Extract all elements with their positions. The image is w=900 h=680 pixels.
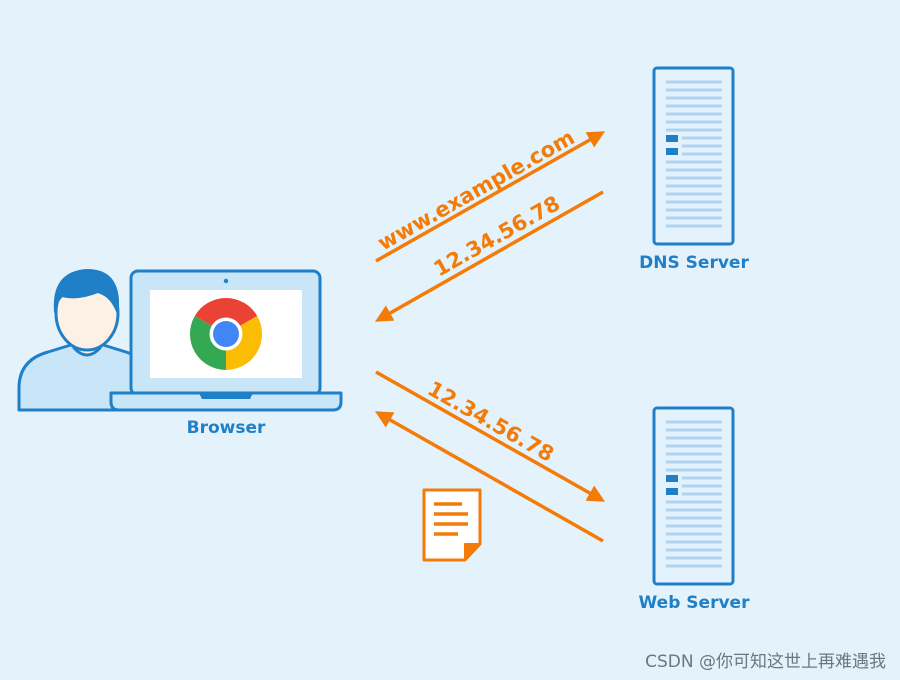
document-icon [422, 488, 482, 562]
web-server-label: Web Server [639, 593, 751, 613]
user-icon [17, 269, 154, 412]
dns-server-icon [652, 66, 735, 246]
dns-response-arrow [374, 190, 604, 322]
web-request-arrow [375, 370, 606, 502]
dns-server-label: DNS Server [639, 253, 749, 273]
browser-label: Browser [187, 418, 266, 438]
watermark: CSDN @你可知这世上再难遇我 [645, 652, 886, 672]
dns-query-arrow [375, 131, 606, 263]
web-server-icon [652, 406, 735, 586]
web-response-arrow [374, 411, 604, 543]
web-request-label: 12.34.56.78 [424, 376, 558, 466]
chrome-icon [189, 297, 263, 370]
